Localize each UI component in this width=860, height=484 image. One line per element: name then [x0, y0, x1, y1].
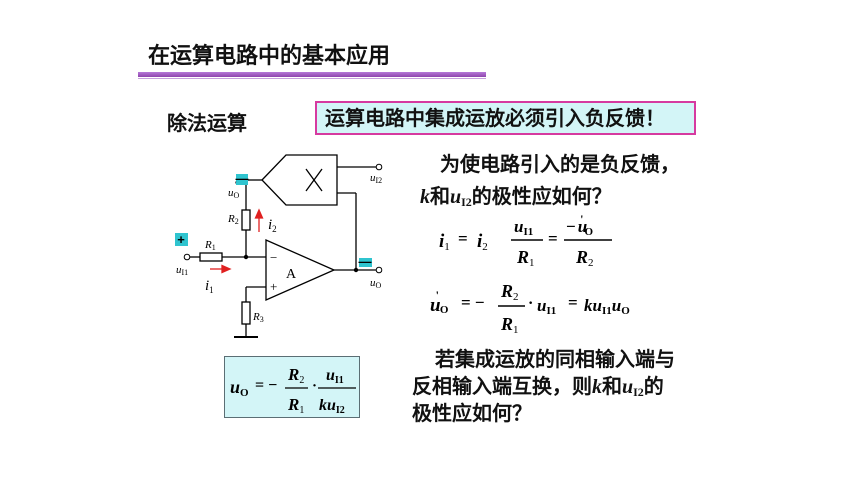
eq3-eq-minus: = −	[255, 377, 277, 394]
eq3-dot: ·	[312, 378, 317, 394]
eq3-lhs: uO	[230, 377, 249, 399]
resistor-r2	[241, 209, 251, 231]
eq2-rhs: kuI1uO	[584, 296, 630, 317]
question2-line2: 反相输入端互换，则k和uI2的	[412, 370, 664, 400]
arrow-i1	[221, 264, 232, 274]
label-ui2: uI2	[370, 172, 382, 185]
opamp-minus: −	[270, 250, 277, 265]
slide-title: 在运算电路中的基本应用	[148, 44, 391, 69]
title-underline	[138, 72, 486, 77]
question2-post: 的	[643, 374, 664, 398]
eq3-num2: uI1	[326, 367, 344, 386]
eq2-mid: uI1	[537, 296, 556, 317]
opamp-label: A	[286, 267, 297, 282]
label-i2: i2	[268, 217, 277, 234]
eq1-eq-b: =	[548, 229, 558, 248]
label-r3: R3	[252, 311, 264, 324]
eq1-f2-num: −u'O	[566, 212, 594, 238]
resistor-r1	[199, 252, 223, 262]
eq2-lhs: u'O	[430, 288, 449, 316]
label-r2: R2	[227, 213, 239, 226]
var-u-2: u	[622, 376, 634, 398]
multiplier-block	[261, 154, 338, 206]
eq1-lhs-a: i1	[439, 231, 450, 253]
word-and-2: 和	[602, 374, 622, 398]
resistor-r3	[241, 301, 251, 325]
eq2-den: R1	[500, 314, 519, 336]
question2-line3: 极性应如何？	[412, 401, 532, 425]
eq1-f1-den: R1	[516, 247, 535, 269]
label-ui1: uI1	[176, 264, 188, 277]
arrow-i2	[254, 208, 264, 219]
opamp-triangle	[265, 239, 336, 301]
question1-rest: 的极性应如何？	[471, 184, 612, 208]
sign-output: —	[359, 254, 372, 269]
opamp-plus: +	[270, 279, 277, 294]
sub-i2-2: I2	[633, 385, 644, 399]
eq3-den2: kuI2	[319, 397, 345, 416]
eq1-f1-num: uI1	[514, 217, 533, 238]
question1-line2: k和uI2的极性应如何？	[420, 180, 612, 210]
divider-circuit-diagram: — + — A − + uO' R2 i2 R1 uI1 i1 R3 uI2 u…	[175, 154, 383, 338]
title-underline-shadow	[138, 78, 486, 79]
eq1-eq-a: =	[458, 229, 468, 248]
eq2-eq-minus: = −	[461, 293, 485, 312]
notice-box: 运算电路中集成运放必须引入负反馈！	[315, 101, 696, 135]
equation-result: uO = − R2 R1 · uI1 kuI2	[230, 365, 356, 416]
sign-multiplier-out: —	[236, 171, 249, 186]
result-formula-box: uO = − R2 R1 · uI1 kuI2	[224, 356, 360, 418]
eq2-dot: ·	[528, 295, 533, 312]
label-i1: i1	[205, 278, 214, 295]
equation-currents: i1 = i2 uI1 R1 = −u'O R2	[439, 212, 612, 269]
eq1-lhs-b: i2	[477, 231, 488, 253]
terminal-ui1	[183, 253, 191, 261]
var-u: u	[450, 186, 462, 208]
question1-line1: 为使电路引入的是负反馈，	[440, 152, 680, 176]
eq2-num: R2	[500, 281, 519, 303]
section-label: 除法运算	[167, 111, 247, 135]
sign-input: +	[177, 232, 185, 247]
eq1-f2-den: R2	[575, 247, 594, 269]
word-and: 和	[430, 184, 450, 208]
terminal-uo	[375, 266, 383, 274]
eq3-num1: R2	[287, 365, 304, 386]
multiplier-cross-b	[305, 168, 323, 192]
label-uo-prime: uO'	[228, 180, 240, 200]
label-r1: R1	[204, 239, 216, 252]
notice-text: 运算电路中集成运放必须引入负反馈！	[325, 106, 665, 130]
question2-line1: 若集成运放的同相输入端与	[435, 347, 675, 371]
terminal-ui2	[375, 163, 383, 171]
sub-i2: I2	[461, 195, 472, 209]
equation-uo-prime: u'O = − R2 R1 · uI1 = kuI1uO	[430, 281, 630, 336]
eq3-den1: R1	[287, 395, 304, 416]
var-k: k	[420, 186, 430, 208]
var-k-2: k	[592, 376, 602, 398]
label-uo: uO	[370, 277, 382, 290]
question2-pre: 反相输入端互换，则	[412, 374, 592, 398]
eq2-eq: =	[568, 293, 578, 312]
